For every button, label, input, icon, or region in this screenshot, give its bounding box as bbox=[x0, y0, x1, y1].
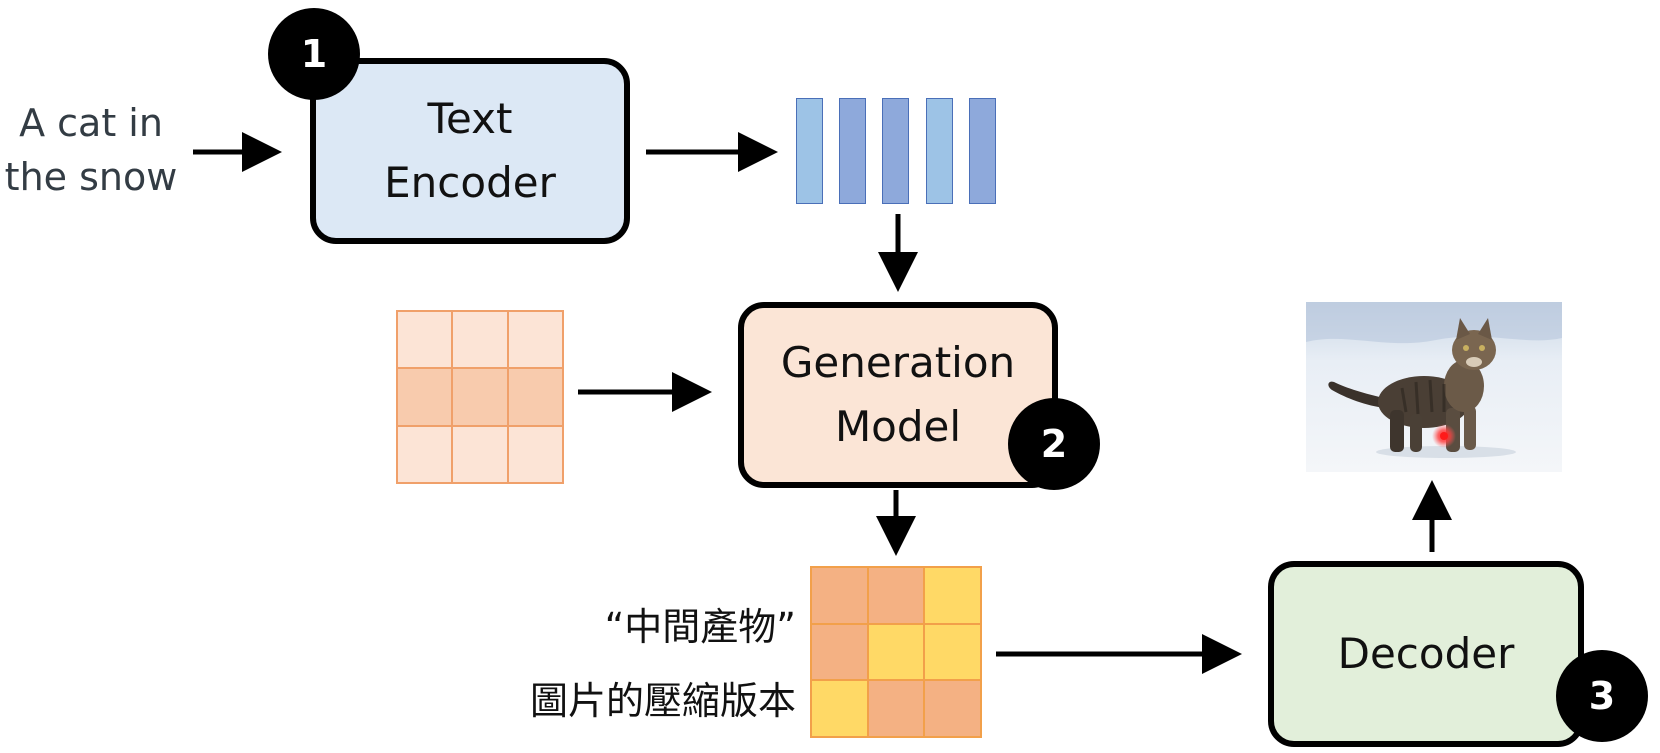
text-encoder-label-line2: Encoder bbox=[384, 158, 556, 207]
noise-cell bbox=[397, 425, 453, 483]
latent-cell bbox=[811, 567, 868, 624]
latent-cell bbox=[867, 680, 925, 737]
latent-cell bbox=[924, 567, 981, 624]
decoder-block: Decoder bbox=[1268, 561, 1584, 747]
latent-cell bbox=[924, 680, 981, 737]
generation-model-block: Generation Model bbox=[738, 302, 1058, 488]
latent-caption-line2: 圖片的壓縮版本 bbox=[529, 679, 796, 723]
noise-grid bbox=[396, 310, 564, 484]
text-encoder-label-line1: Text bbox=[427, 94, 513, 143]
noise-cell bbox=[507, 368, 563, 426]
noise-cell bbox=[507, 425, 563, 483]
text-encoder-block: Text Encoder bbox=[310, 58, 630, 244]
embedding-cell bbox=[969, 98, 996, 204]
latent-cell bbox=[811, 623, 868, 681]
input-prompt-line1: A cat in bbox=[19, 101, 163, 145]
output-image bbox=[1306, 302, 1562, 472]
noise-cell bbox=[452, 311, 508, 369]
decoder-label: Decoder bbox=[1337, 629, 1515, 678]
latent-cell bbox=[867, 567, 925, 624]
noise-cell bbox=[397, 368, 453, 426]
embedding-cell bbox=[796, 98, 823, 204]
latent-caption-line1: “中間產物” bbox=[604, 605, 796, 649]
input-prompt-line2: the snow bbox=[4, 155, 178, 199]
noise-cell bbox=[507, 311, 563, 369]
step-badge-2: 2 bbox=[1008, 398, 1100, 490]
embedding-cell bbox=[882, 98, 909, 204]
step-badge-1: 1 bbox=[268, 8, 360, 100]
input-prompt: A cat in the snow bbox=[0, 96, 182, 204]
step-badge-3: 3 bbox=[1556, 650, 1648, 742]
embedding-cell bbox=[839, 98, 866, 204]
latent-cell bbox=[811, 680, 868, 737]
noise-cell bbox=[397, 311, 453, 369]
generation-model-label-line2: Model bbox=[834, 402, 962, 451]
generation-model-label-line1: Generation bbox=[780, 338, 1016, 387]
latent-cell bbox=[867, 623, 925, 681]
cat-in-snow-photo bbox=[1306, 302, 1562, 472]
embedding-cell bbox=[926, 98, 953, 204]
noise-cell bbox=[452, 368, 508, 426]
latent-grid bbox=[810, 566, 982, 738]
noise-cell bbox=[452, 425, 508, 483]
latent-cell bbox=[924, 623, 981, 681]
